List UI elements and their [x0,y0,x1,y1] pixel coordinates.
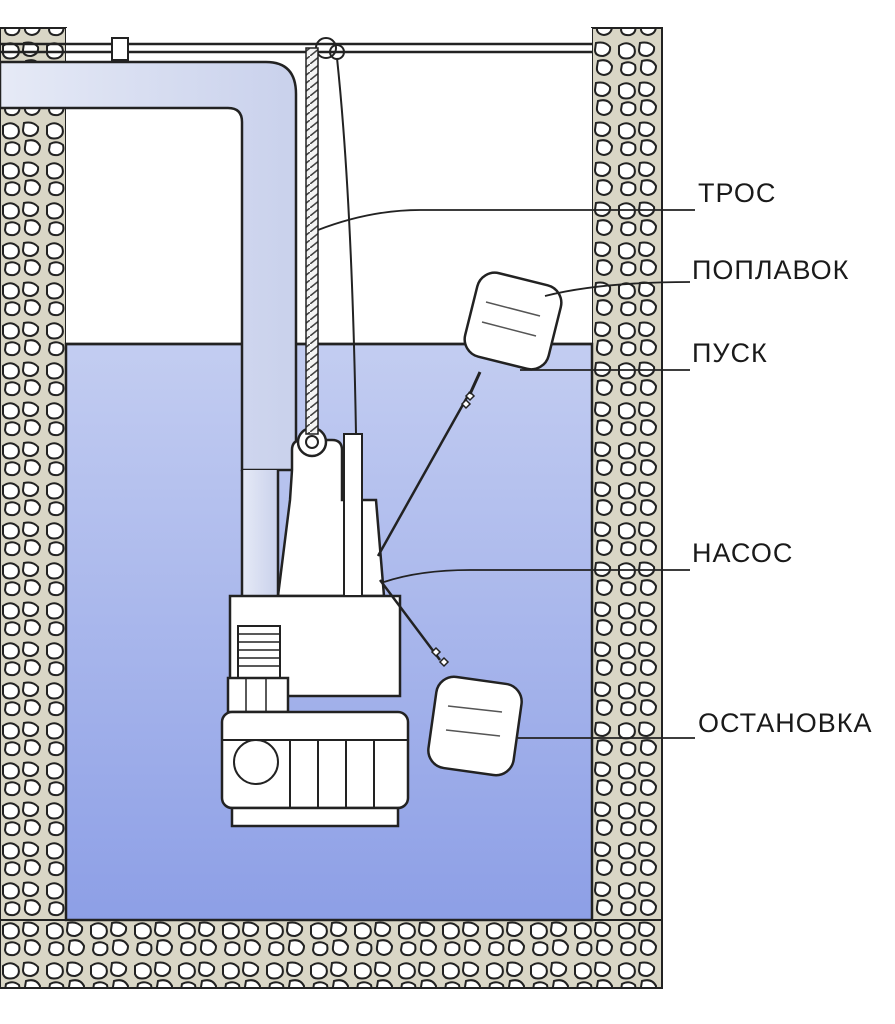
leader-pump [383,569,690,583]
left-wall [0,27,67,989]
leader-float [544,281,691,297]
float-switch-start [376,271,563,557]
right-wall [591,27,663,989]
power-cable [336,57,357,435]
float-start-body [463,271,563,371]
support-bar [0,37,592,61]
pump-cable-gland [343,433,363,597]
pump-foot [230,806,400,828]
label-pump: НАСОС [692,538,794,568]
bar-clamp [111,37,129,61]
pit-wall [0,27,663,989]
float-stop-body [427,675,523,777]
leader-cable [317,209,695,231]
pump [220,426,410,828]
float-switch-stop [379,579,523,777]
pump-inlet [233,739,279,785]
discharge-pipe [0,60,298,628]
cable-rope [305,47,319,435]
pump-nut [226,676,290,714]
pit-floor [0,919,663,989]
label-start: ПУСК [692,338,768,368]
label-float: ПОПЛАВОК [692,255,850,285]
leader-lines [317,209,695,739]
label-stop: ОСТАНОВКА [698,708,873,738]
label-cable: ТРОС [698,178,777,208]
